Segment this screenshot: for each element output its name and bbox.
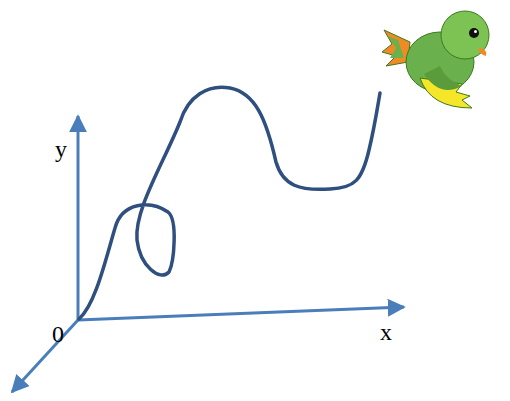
z-axis — [12, 320, 78, 392]
axes — [12, 116, 404, 392]
flight-path — [79, 87, 380, 319]
bird-picture — [382, 11, 489, 108]
axis-label: y — [55, 137, 67, 161]
axis-label: x — [380, 320, 392, 344]
origin-label: 0 — [52, 322, 64, 346]
x-axis — [78, 307, 404, 320]
y-axis — [77, 116, 80, 320]
